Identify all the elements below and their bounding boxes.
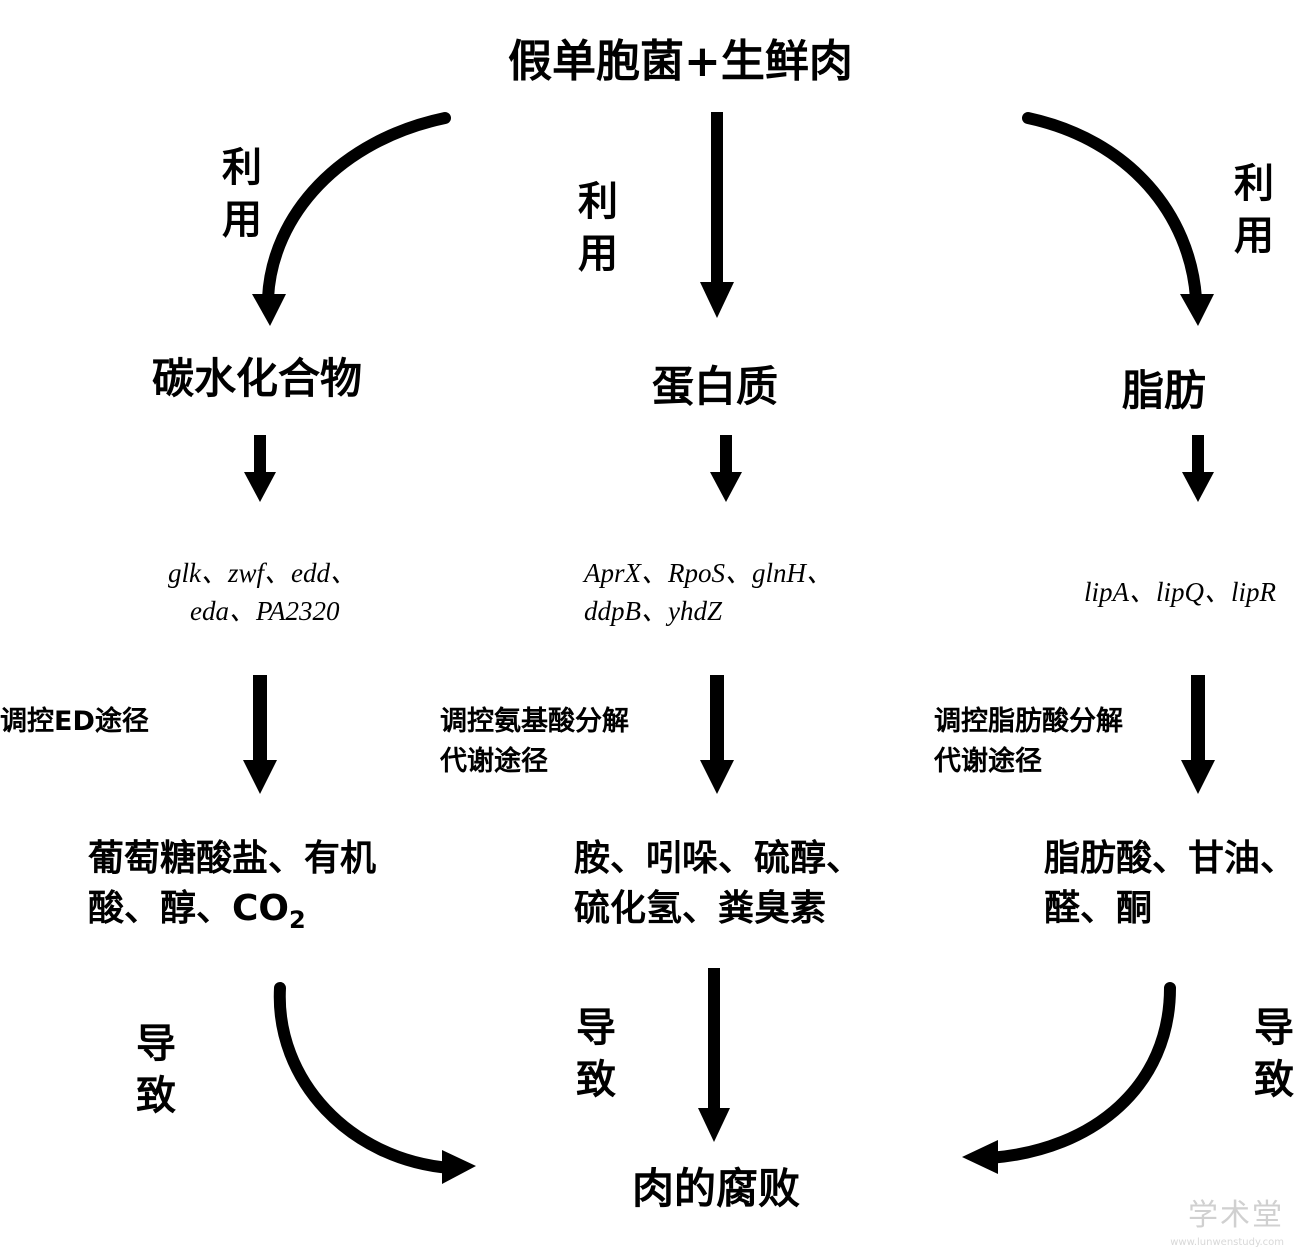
watermark-logo: 学术堂 xyxy=(1188,1198,1284,1233)
arrowhead-bottom-left xyxy=(442,1150,476,1184)
lead-to-left-char-1: 导 xyxy=(136,1021,176,1067)
genes-protein: AprX、RpoS、glnH、 ddpB、yhdZ xyxy=(584,554,884,630)
arrowhead-bottom-center xyxy=(698,1108,730,1142)
utilize-right-char-2: 用 xyxy=(1234,213,1274,259)
gene-separator: 、 xyxy=(330,558,358,588)
gene: glk xyxy=(168,558,201,588)
gene: zwf xyxy=(228,558,265,588)
gene-separator: 、 xyxy=(806,558,833,588)
lead-to-center-char-2: 致 xyxy=(576,1057,616,1103)
genes-fat: lipA、lipQ、lipR xyxy=(1084,573,1306,611)
arrowhead-short-center xyxy=(710,472,742,502)
lead-to-label-center: 导 致 xyxy=(576,1002,626,1106)
gene-separator: 、 xyxy=(228,596,256,626)
utilize-center-char-2: 用 xyxy=(578,231,618,277)
node-protein: 蛋白质 xyxy=(652,362,779,411)
arrowhead-long-right xyxy=(1181,760,1215,794)
gene-separator: 、 xyxy=(641,558,668,588)
regulation-protein: 调控氨基酸分解代谢途径 xyxy=(440,706,629,777)
arrowhead-top-center xyxy=(700,282,734,318)
gene: AprX xyxy=(584,558,641,588)
products-carbohydrate: 葡萄糖酸盐、有机酸、醇、CO2 xyxy=(88,834,418,945)
gene: ddpB xyxy=(584,596,641,626)
co2-subscript: 2 xyxy=(289,906,306,935)
gene: yhdZ xyxy=(668,596,722,626)
arrowhead-short-right xyxy=(1182,472,1214,502)
gene: glnH xyxy=(752,558,806,588)
gene-separator: 、 xyxy=(641,596,668,626)
regulation-fat: 调控脂肪酸分解代谢途径 xyxy=(934,706,1123,777)
utilize-label-center: 利 用 xyxy=(578,176,628,280)
lead-to-label-right: 导 致 xyxy=(1254,1002,1304,1106)
result-meat-spoilage: 肉的腐败 xyxy=(632,1164,801,1213)
arrowhead-long-left xyxy=(243,760,277,794)
products-protein: 胺、吲哚、硫醇、硫化氢、粪臭素 xyxy=(574,838,863,929)
utilize-left-char-2: 用 xyxy=(222,197,262,243)
lead-to-right-char-2: 致 xyxy=(1254,1057,1294,1103)
arrowhead-long-center xyxy=(700,760,734,794)
curved-arrow-bottom-right xyxy=(984,982,1176,1164)
utilize-center-char-1: 利 xyxy=(578,179,618,225)
utilize-left-char-1: 利 xyxy=(222,145,262,191)
gene-separator: 、 xyxy=(1204,577,1232,607)
utilize-label-right: 利 用 xyxy=(1234,158,1284,262)
gene: edd xyxy=(291,558,331,588)
gene-separator: 、 xyxy=(201,558,228,588)
gene-separator: 、 xyxy=(725,558,752,588)
arrowhead-short-left xyxy=(244,472,276,502)
regulation-carbohydrate: 调控ED途径 xyxy=(0,706,149,737)
curved-arrow-top-right xyxy=(1022,112,1202,304)
utilize-right-char-1: 利 xyxy=(1234,161,1274,207)
arrowhead-top-left xyxy=(252,294,286,326)
lead-to-label-left: 导 致 xyxy=(136,1018,186,1122)
gene: RpoS xyxy=(668,558,725,588)
products-carbohydrate-text: 葡萄糖酸盐、有机酸、醇、CO xyxy=(88,838,377,929)
node-carbohydrate: 碳水化合物 xyxy=(152,354,363,403)
arrowhead-bottom-right xyxy=(962,1140,998,1174)
curved-arrow-bottom-left xyxy=(273,982,456,1174)
gene-separator: 、 xyxy=(264,558,292,588)
genes-carbohydrate: glk、zwf、edd、 eda、PA2320 xyxy=(168,554,398,630)
gene: lipA xyxy=(1084,577,1129,607)
gene: eda xyxy=(190,596,229,626)
lead-to-left-char-2: 致 xyxy=(136,1073,176,1119)
lead-to-right-char-1: 导 xyxy=(1254,1005,1294,1051)
curved-arrow-top-left xyxy=(262,112,451,304)
products-fat: 脂肪酸、甘油、醛、酮 xyxy=(1044,838,1297,929)
diagram-title: 假单胞菌+生鲜肉 xyxy=(508,36,853,87)
utilize-label-left: 利 用 xyxy=(222,142,272,246)
gene: lipQ xyxy=(1156,577,1205,607)
arrowhead-top-right xyxy=(1180,294,1214,326)
lead-to-center-char-1: 导 xyxy=(576,1005,616,1051)
gene: lipR xyxy=(1231,577,1277,607)
gene: PA2320 xyxy=(255,596,340,626)
node-fat: 脂肪 xyxy=(1122,366,1207,415)
gene-separator: 、 xyxy=(1129,577,1156,607)
watermark-url: www.lunwenstudy.com xyxy=(1170,1237,1284,1248)
